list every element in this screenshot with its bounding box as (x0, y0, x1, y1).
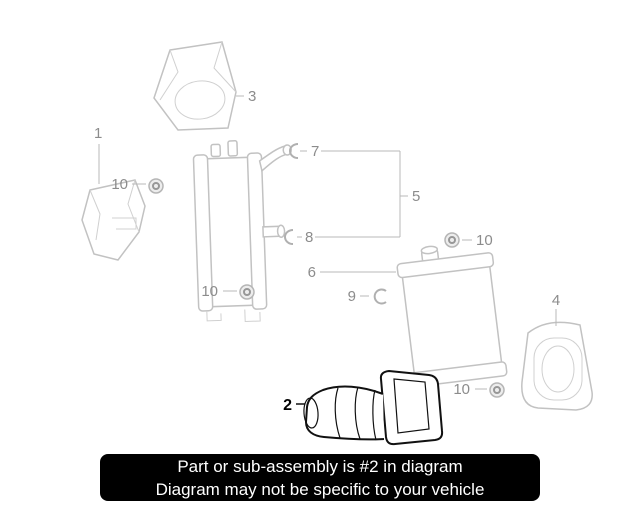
part-3-air-duct (153, 41, 237, 131)
notice-line-1: Part or sub-assembly is #2 in diagram (177, 456, 463, 476)
clip-icon-7 (289, 143, 299, 159)
grommet-outer (489, 382, 505, 398)
part-6-intercooler (396, 245, 508, 388)
grommet-icon-right (444, 232, 460, 248)
grommet-outer (148, 178, 164, 194)
part-4-opening (541, 345, 575, 393)
callout-2-highlighted: 2 (283, 397, 292, 414)
part-2-tube (304, 385, 385, 441)
part-5-top-fitting-1 (210, 143, 222, 158)
part-3-fold-line (159, 49, 179, 101)
callout-6: 6 (308, 264, 316, 281)
part-2-flange (379, 369, 444, 446)
grommet-inner (243, 288, 251, 296)
callout-10-mid: 10 (201, 283, 218, 300)
part-3-opening (174, 80, 226, 120)
grommet-inner (493, 386, 501, 394)
part-2-rib-3 (372, 389, 377, 441)
part-4-air-duct (521, 321, 593, 411)
notice-banner: Part or sub-assembly is #2 in diagram Di… (100, 454, 540, 501)
grommet-inner (152, 182, 160, 190)
part-5-left-tank (192, 154, 214, 312)
part-3-outline (153, 41, 237, 131)
part-5-intercooler (192, 140, 292, 323)
part-2-rib-2 (354, 386, 361, 440)
callout-10-left: 10 (111, 176, 128, 193)
part-5-mount-tab-1 (206, 310, 222, 322)
grommet-icon-left (148, 178, 164, 194)
part-1-fold-line (89, 189, 101, 241)
grommet-icon-lower (489, 382, 505, 398)
part-2-air-duct-highlighted (303, 369, 444, 446)
callout-9: 9 (348, 288, 356, 305)
callout-10-right: 10 (476, 232, 493, 249)
clip-icon-8 (284, 229, 294, 245)
part-5-lower-pipe (262, 225, 281, 238)
part-5-top-fitting-2 (227, 140, 239, 157)
callout-7: 7 (311, 143, 319, 160)
grommet-inner (448, 236, 456, 244)
part-2-opening (303, 397, 319, 429)
part-5-lower-pipe-end (276, 224, 286, 238)
part-6-top-cap-lid (420, 245, 439, 255)
grommet-outer (239, 284, 255, 300)
callout-3: 3 (248, 88, 256, 105)
part-3-fold-line-2 (213, 41, 237, 93)
part-6-top-header (396, 252, 495, 279)
callout-10-lower: 10 (453, 381, 470, 398)
notice-line-2: Diagram may not be specific to your vehi… (155, 479, 485, 499)
part-2-rib-1 (334, 387, 341, 439)
grommet-icon-mid (239, 284, 255, 300)
part-1-fold-line-2 (127, 179, 140, 233)
part-2-flange-inner (393, 378, 430, 434)
part-4-inner-frame (533, 337, 583, 401)
hose-clamp-icon-9 (373, 288, 387, 305)
callout-4: 4 (552, 292, 560, 309)
part-6-core-fins (401, 263, 503, 376)
grommet-outer (444, 232, 460, 248)
callout-8: 8 (305, 229, 313, 246)
callout-5: 5 (412, 188, 420, 205)
part-1-slot (112, 217, 137, 230)
callout-1: 1 (94, 125, 102, 142)
part-5-mount-tab-2 (244, 309, 261, 323)
